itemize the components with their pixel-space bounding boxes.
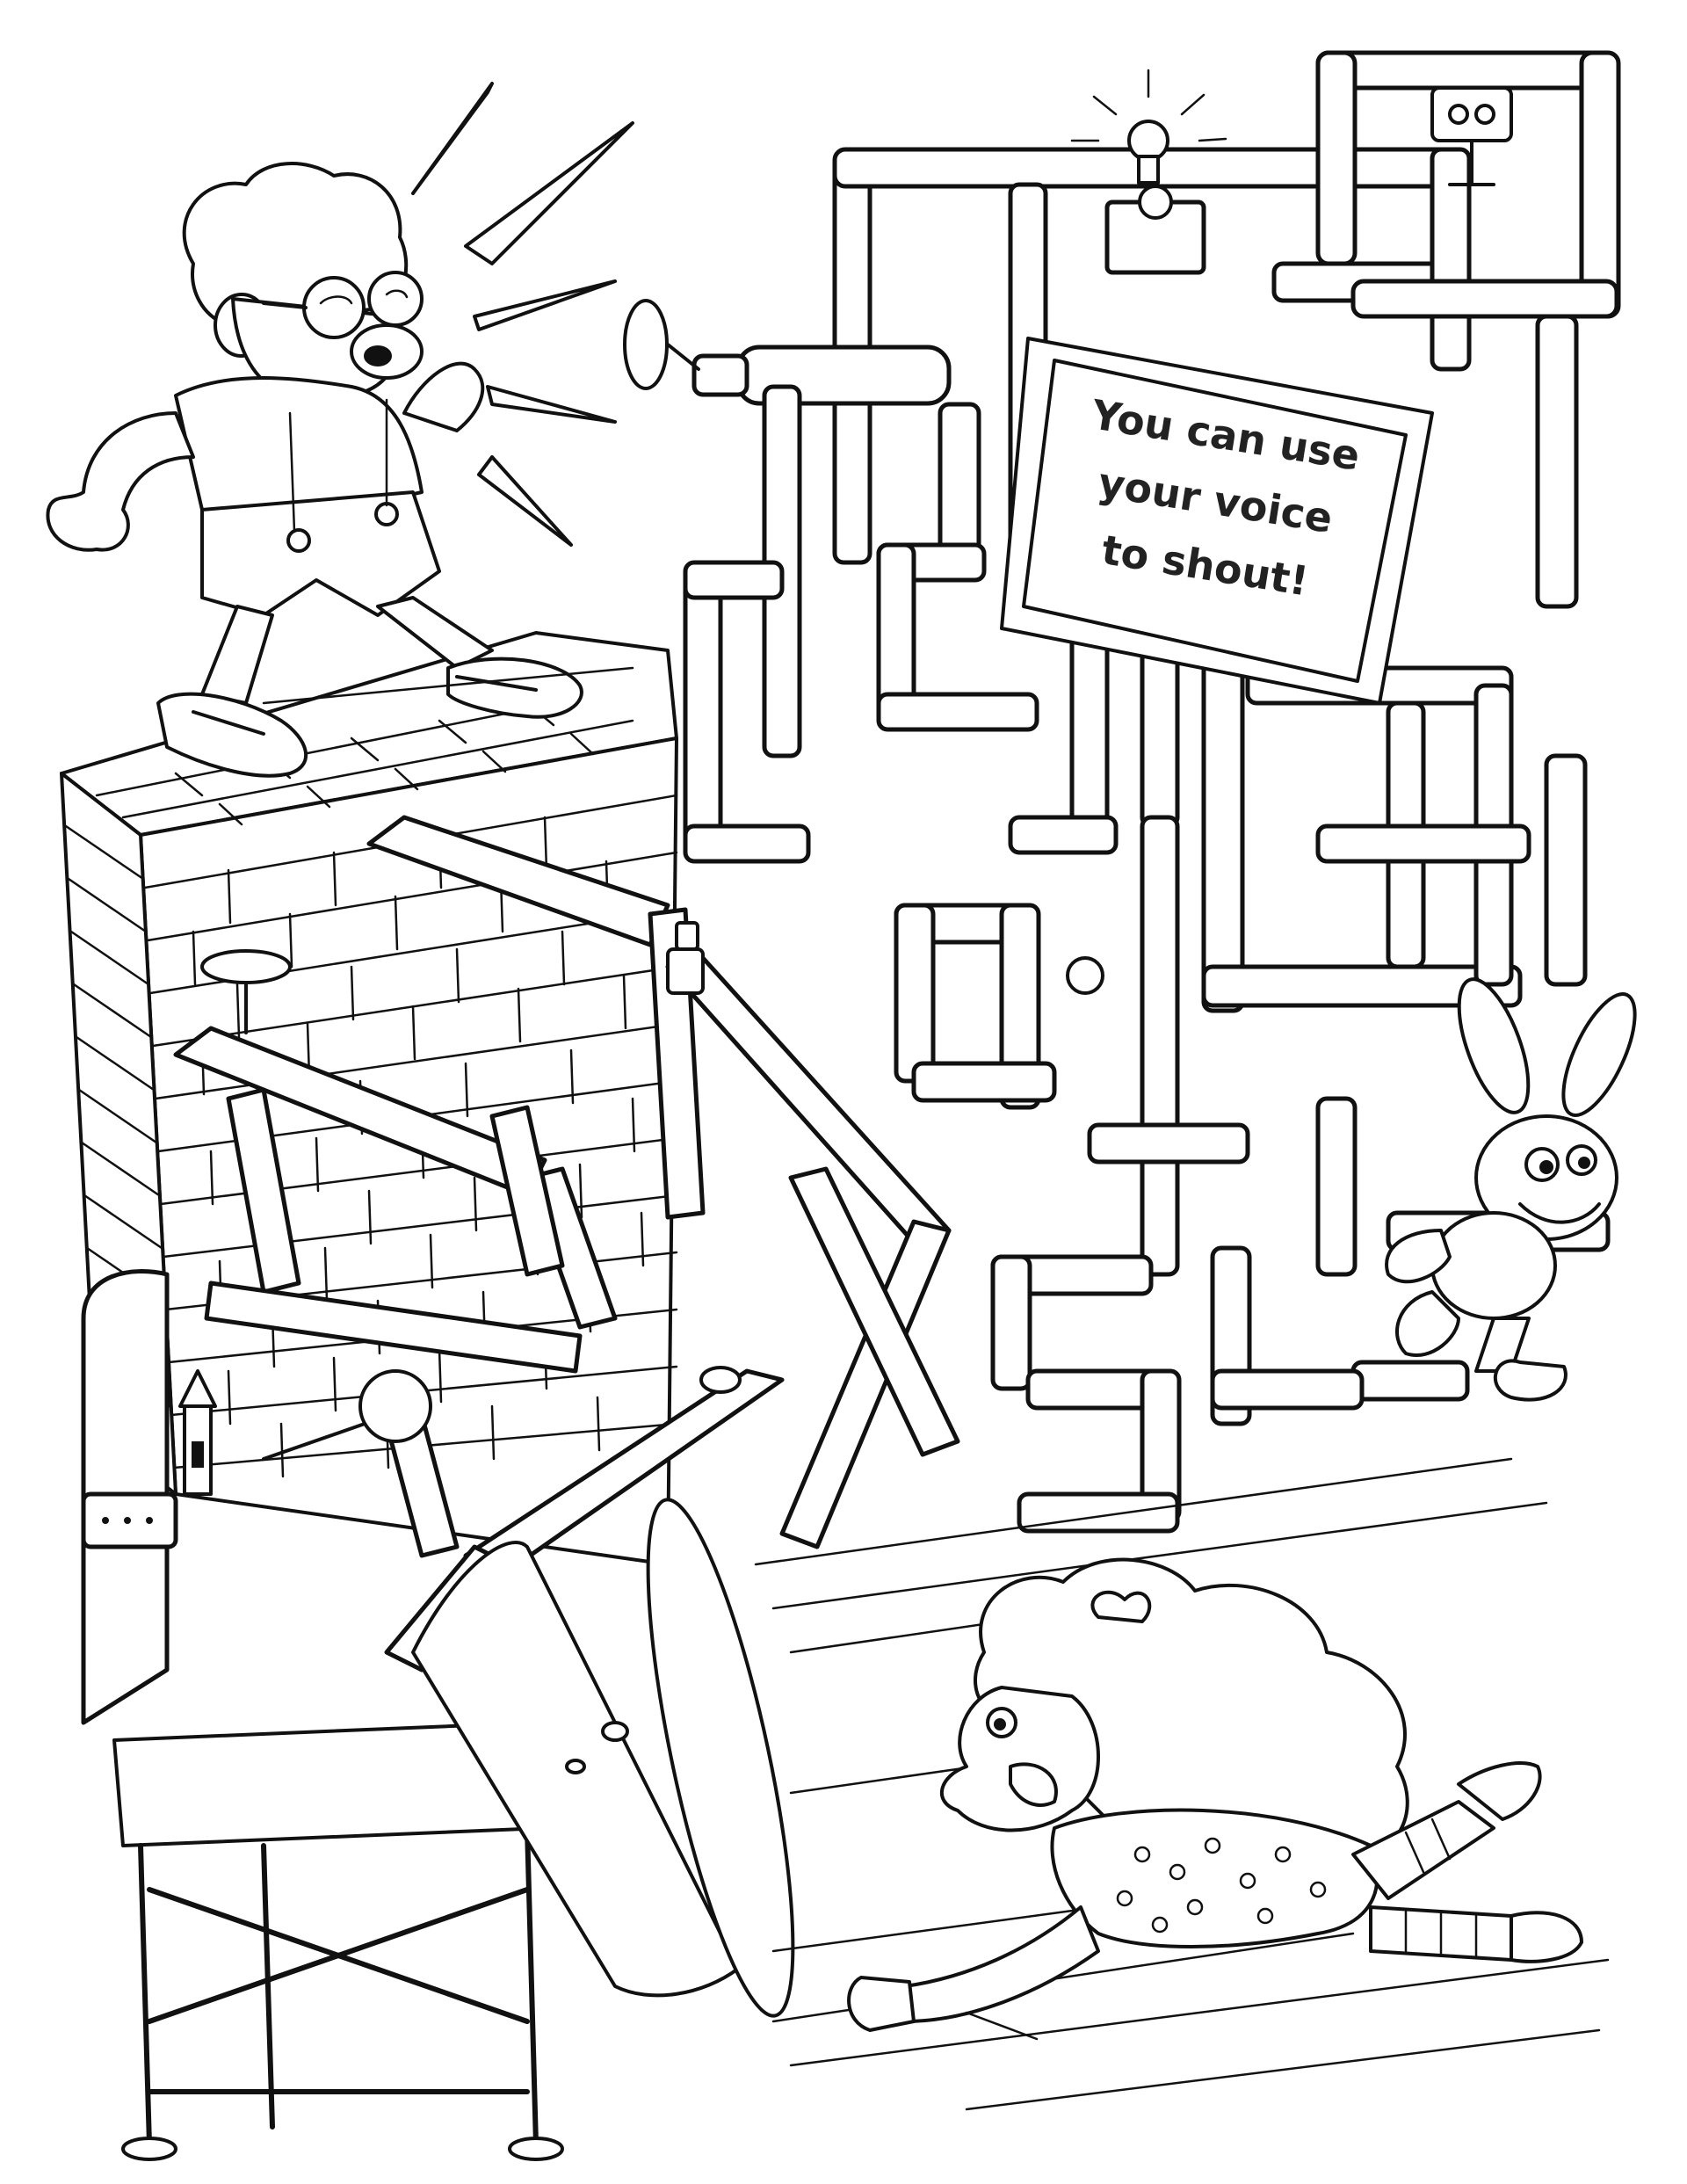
shouting-boy [46,82,634,778]
bunny [1385,977,1637,1402]
robot-sign: You can use your voice to shout! [1000,337,1434,705]
windblown-lady [565,1557,1583,2041]
